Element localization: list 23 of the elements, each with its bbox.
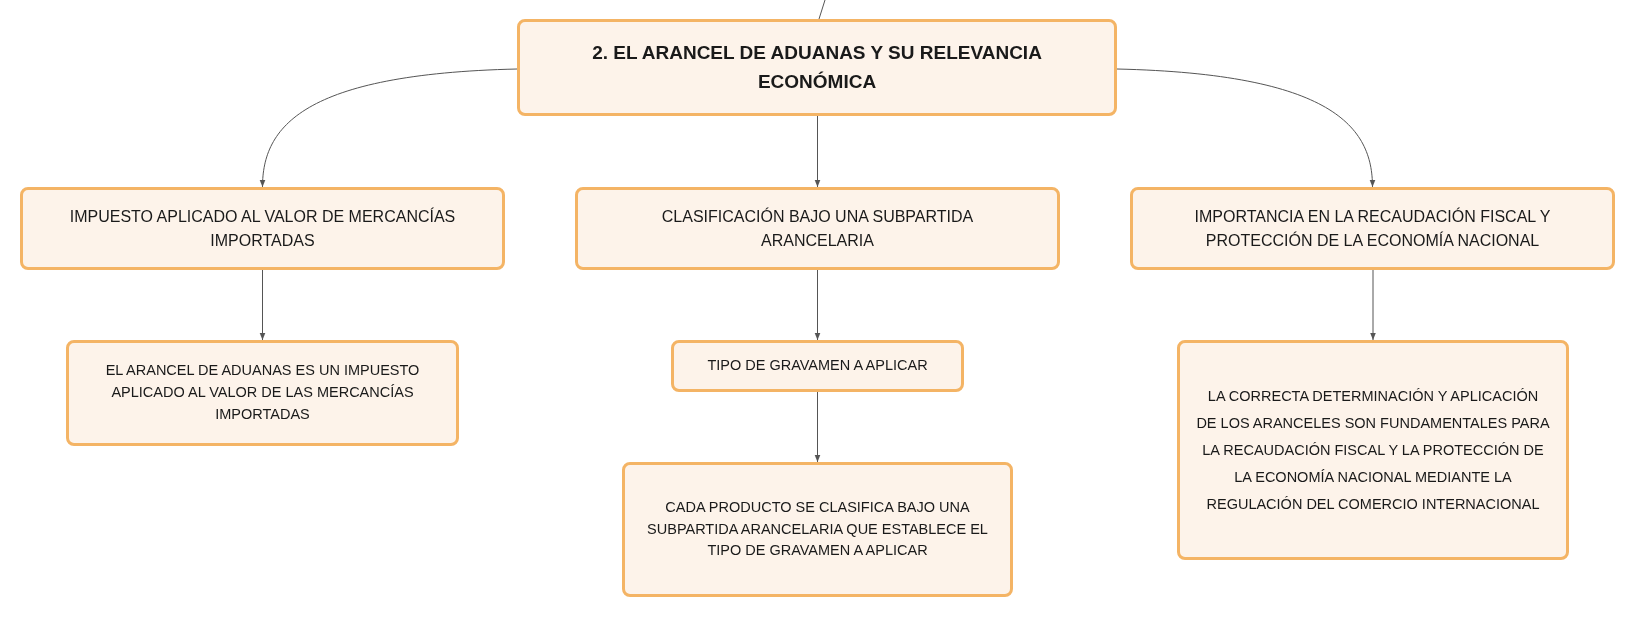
topic-box [1130, 187, 1615, 270]
topic-box [1177, 340, 1569, 560]
topic-box [20, 187, 505, 270]
topic-box [575, 187, 1060, 270]
connector-arrow [1370, 269, 1376, 341]
connector-arrow [259, 269, 266, 341]
topic-text: EL ARANCEL DE ADUANAS ES UN IMPUESTO APLICADO AL VALOR DE LAS MERCANCÍAS IMPORTADAS [104, 361, 421, 424]
topic-box [517, 19, 1117, 116]
topic-text: IMPUESTO APLICADO AL VALOR DE MERCANCÍAS IMPORTADAS [68, 206, 457, 251]
topic-text: IMPORTANCIA EN LA RECAUDACIÓN FISCAL Y PROTECCIÓN DE LA ECONOMÍA NACIONAL [1193, 206, 1552, 251]
topic-text: CADA PRODUCTO SE CLASIFICA BAJO UNA SUBPARTIDA ARANCELARIA QUE ESTABLECE EL TIPO DE GRAVAMEN A APLICAR [646, 497, 989, 561]
topic-box [66, 340, 459, 446]
topic-text: 2. EL ARANCEL DE ADUANAS Y SU RELEVANCIA ECONÓMICA [591, 41, 1043, 94]
connector-arrow [814, 391, 821, 463]
connector-arrow [1116, 68, 1375, 188]
connector-arrow [814, 269, 821, 341]
connector-arrow [814, 115, 821, 188]
topic-box [671, 340, 964, 392]
topic-box [622, 462, 1013, 597]
topic-text: CLASIFICACIÓN BAJO UNA SUBPARTIDA ARANCELARIA [660, 206, 975, 251]
connector-arrow [260, 68, 518, 188]
topic-text: LA CORRECTA DETERMINACIÓN Y APLICACIÓN DE LOS ARANCELES SON FUNDAMENTALES PARA LA RECAUDACIÓN FISCAL Y LA PROTECCIÓN DE LA ECONOMÍA NACIONAL MEDIANTE LA REGULACIÓN DEL COMERCIO INTERNACIONAL [1196, 386, 1550, 514]
topic-text: TIPO DE GRAVAMEN A APLICAR [707, 356, 928, 376]
